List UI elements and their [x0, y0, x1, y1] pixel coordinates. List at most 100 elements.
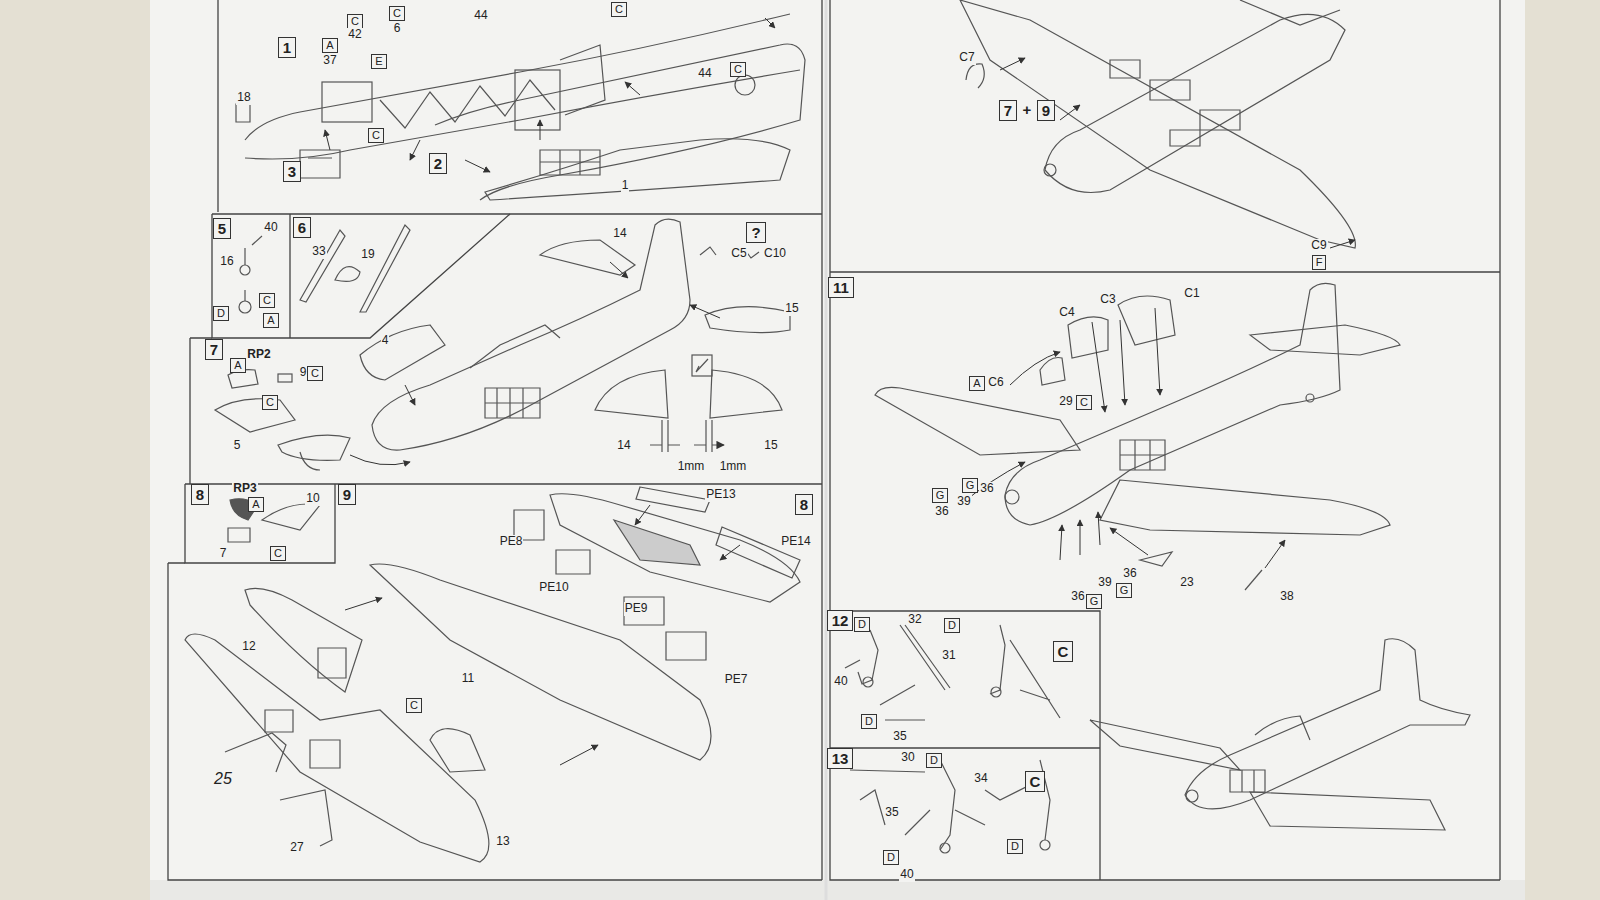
step-number: 3	[288, 163, 296, 180]
aircraft-final-view-part	[1230, 770, 1265, 792]
paper-shadow	[150, 880, 1525, 900]
sprue-letter: C	[266, 396, 274, 409]
part-sprue-box: C	[262, 395, 278, 410]
step-number: 7	[210, 341, 218, 358]
part-sprue-box: A	[263, 313, 278, 328]
assembly-arrows-part	[325, 130, 330, 150]
small-parts-5-6-7-part	[335, 267, 360, 282]
assembly-arrows	[325, 18, 775, 172]
step-number-box: 12	[827, 610, 854, 631]
callout-number: 44	[697, 67, 712, 81]
assembly-arrows-part	[720, 545, 740, 560]
callout-number: 1mm	[677, 460, 706, 474]
step-number: 6	[298, 219, 306, 236]
aircraft-step11-part	[1118, 296, 1175, 345]
callout-number: 18	[236, 91, 251, 105]
assembly-arrows-part	[690, 305, 720, 318]
panel-frames-part	[185, 484, 335, 563]
assembly-arrows-part	[1110, 528, 1148, 555]
aircraft-step11-part	[1306, 394, 1314, 402]
callout-number: PE7	[724, 673, 749, 687]
part-sprue-box: C	[270, 546, 286, 561]
aircraft-step10-part	[1045, 14, 1345, 192]
callout-number: 5	[233, 439, 242, 453]
part-sprue-box: D	[213, 306, 229, 321]
callout-number: PE13	[705, 488, 736, 502]
assembly-arrows-part	[405, 385, 415, 405]
sprue-letter: C	[274, 547, 282, 560]
panel-frames-part	[830, 611, 1100, 880]
sprue-letter: C	[734, 63, 742, 76]
landing-gear-12-13-part	[845, 660, 860, 668]
aircraft-step10	[960, 0, 1355, 248]
fuselage-step1-part	[435, 44, 805, 200]
sprue-letter: A	[973, 377, 980, 390]
landing-gear-12-13-part	[905, 810, 985, 835]
aircraft-step10-part	[1110, 60, 1240, 146]
assembly-arrows-part	[350, 455, 410, 465]
callout-number: C9	[1310, 239, 1327, 253]
step-number: 9	[1042, 102, 1050, 119]
wings-step9-part	[370, 564, 711, 760]
landing-gear-12-13-part	[940, 843, 950, 853]
part-sprue-box: D	[926, 753, 942, 768]
step-number: 8	[196, 486, 204, 503]
step-number: 13	[832, 750, 849, 767]
aircraft-step11-part	[1100, 480, 1390, 535]
aircraft-main-step6-part	[696, 359, 708, 372]
small-parts-5-6-7-part	[215, 399, 295, 432]
sprue-letter: A	[252, 498, 259, 511]
callout-number: 9	[299, 366, 308, 380]
callout-number: 23	[1179, 576, 1194, 590]
small-parts-8-part	[262, 504, 320, 530]
callout-number: 39	[1097, 576, 1112, 590]
aircraft-final-view-part	[1255, 716, 1310, 740]
part-sprue-box: D	[944, 618, 960, 633]
step-number: 5	[218, 220, 226, 237]
callout-number: 38	[1279, 590, 1294, 604]
wings-step9-part	[265, 710, 340, 768]
aircraft-step10-part	[1240, 0, 1340, 25]
assembly-arrows-part	[1000, 58, 1025, 70]
step-number: ?	[751, 224, 760, 241]
step-number-box: 3	[283, 161, 301, 182]
step-number-box: ?	[746, 222, 765, 243]
part-sprue-box: A	[969, 376, 984, 391]
aircraft-final-view-part	[1250, 792, 1445, 830]
panel-frames-part	[830, 0, 1500, 880]
sprue-letter: C	[263, 294, 271, 307]
fuselage-step1-part	[380, 80, 555, 128]
wings-step9-part	[185, 634, 489, 862]
callout-number: 1mm	[719, 460, 748, 474]
aircraft-step11-part	[1120, 440, 1165, 470]
sprue-letter: C	[615, 3, 623, 16]
aircraft-main-step6-part	[485, 388, 540, 418]
aircraft-step11-part	[1040, 358, 1065, 386]
fuselage-step1-part	[236, 104, 250, 122]
wings-step9-part	[225, 733, 286, 772]
callout-number: 12	[241, 640, 256, 654]
step-number-box: C	[1025, 771, 1046, 792]
aircraft-main-step6-part	[372, 219, 690, 450]
panel-frames-part	[185, 338, 822, 484]
callout-number: C5	[730, 247, 747, 261]
aircraft-step10-part	[1044, 164, 1056, 176]
wings-step9-part	[280, 790, 332, 846]
sprue-letter: D	[948, 619, 956, 632]
aircraft-final-view	[1090, 639, 1470, 830]
small-parts-5-6-7-part	[245, 236, 262, 265]
assembly-arrows-part	[465, 160, 490, 172]
callout-number: PE10	[538, 581, 569, 595]
callout-number: 36	[1070, 590, 1085, 604]
aircraft-final-view-part	[1185, 639, 1470, 809]
aircraft-step11-part	[1068, 317, 1108, 358]
fuselage-step1-part	[560, 45, 605, 115]
panel-frames-part	[168, 563, 822, 880]
step-number-box: 2	[429, 153, 447, 174]
small-parts-5-6-7-part	[240, 265, 250, 275]
callout-number: 6	[393, 22, 402, 36]
step-number: C	[1058, 643, 1069, 660]
aircraft-step11-part	[1245, 570, 1262, 590]
assembly-arrows-part	[1330, 240, 1355, 248]
